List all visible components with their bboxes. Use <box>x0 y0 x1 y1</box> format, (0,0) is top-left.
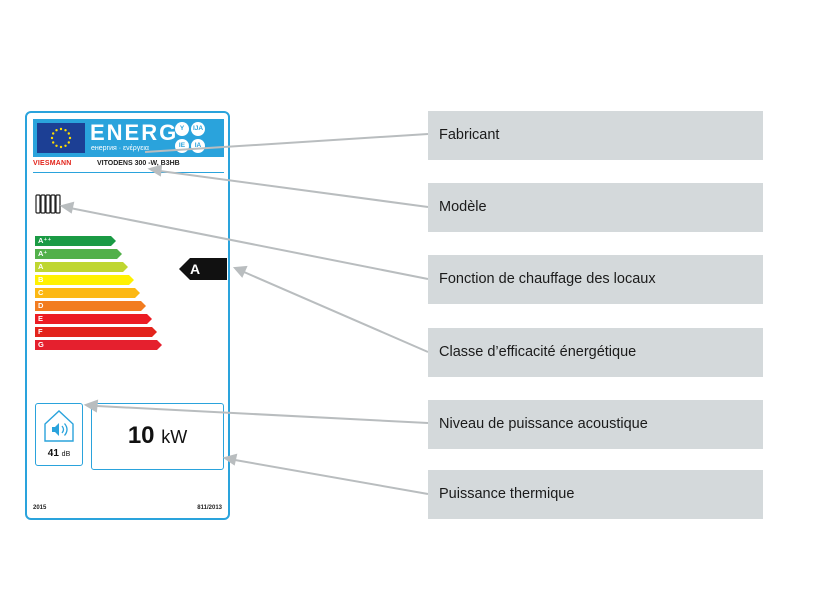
heat-output-box: 10 kW <box>91 403 224 470</box>
sound-power-value: 41 dB <box>36 448 82 459</box>
efficiency-arrow-label: C <box>38 288 44 297</box>
efficiency-arrow-label: E <box>38 314 44 323</box>
efficiency-arrow-tip <box>111 236 116 246</box>
efficiency-arrow-label: A⁺⁺ <box>38 236 52 245</box>
efficiency-arrow-bar <box>35 340 157 350</box>
eu-flag-icon <box>37 123 85 153</box>
efficiency-arrow-tip <box>141 301 146 311</box>
sound-unit: dB <box>61 451 71 458</box>
efficiency-arrow-tip <box>117 249 122 259</box>
speaker-house-icon <box>44 410 74 442</box>
energy-title: ENERG <box>90 120 179 145</box>
efficiency-arrow-label: D <box>38 301 44 310</box>
efficiency-arrow-label: A <box>38 262 44 271</box>
heat-output-value: 10 kW <box>92 422 223 450</box>
efficiency-arrow-tip <box>157 340 162 350</box>
callout-fabricant: Fabricant <box>428 111 763 160</box>
indicator-arrow-tip <box>179 258 190 280</box>
radiator-icon <box>35 194 63 219</box>
brand-logo: VIESMANN <box>33 160 72 167</box>
efficiency-class-value: A <box>190 261 201 277</box>
sound-power-box: 41 dB <box>35 403 83 466</box>
energy-banner: ENERG енергия · ενέργεια Y IJA IE IA <box>33 119 224 157</box>
regulation-number: 811/2013 <box>197 505 222 511</box>
efficiency-class-indicator: A <box>179 258 227 280</box>
efficiency-arrow-label: G <box>38 340 44 349</box>
callout-classe: Classe d’efficacité énergétique <box>428 328 763 377</box>
power-number: 10 <box>127 422 155 449</box>
callout-modele: Modèle <box>428 183 763 232</box>
energy-label: ENERG енергия · ενέργεια Y IJA IE IA VIE… <box>25 111 230 520</box>
efficiency-arrow-bar <box>35 288 135 298</box>
callout-chauffage: Fonction de chauffage des locaux <box>428 255 763 304</box>
efficiency-arrow-bar <box>35 262 123 272</box>
lang-code: IE <box>175 139 189 153</box>
leader-line-classe <box>243 271 429 353</box>
lang-code: IJA <box>191 122 205 136</box>
callout-acoustique: Niveau de puissance acoustique <box>428 400 763 449</box>
energy-subtitle: енергия · ενέργεια <box>91 145 149 152</box>
efficiency-arrow-tip <box>147 314 152 324</box>
efficiency-arrow-tip <box>152 327 157 337</box>
callout-puissance: Puissance thermique <box>428 470 763 519</box>
divider <box>33 172 224 173</box>
efficiency-arrow-bar <box>35 275 129 285</box>
sound-number: 41 <box>47 448 59 459</box>
efficiency-arrow-bar <box>35 301 141 311</box>
leader-arrowhead <box>232 265 248 278</box>
label-year: 2015 <box>33 505 47 511</box>
lang-code: Y <box>175 122 189 136</box>
efficiency-arrow-bar <box>35 314 147 324</box>
efficiency-arrow-label: B <box>38 275 44 284</box>
efficiency-arrow-tip <box>129 275 134 285</box>
power-unit: kW <box>161 427 188 447</box>
efficiency-arrow-tip <box>135 288 140 298</box>
lang-code: IA <box>191 139 205 153</box>
model-name: VITODENS 300 -W, B3HB <box>97 160 180 167</box>
efficiency-arrow-label: A⁺ <box>38 249 48 258</box>
efficiency-arrow-label: F <box>38 327 43 336</box>
efficiency-arrow-bar <box>35 327 152 337</box>
efficiency-arrow-tip <box>123 262 128 272</box>
leader-line-puissance <box>234 459 429 495</box>
